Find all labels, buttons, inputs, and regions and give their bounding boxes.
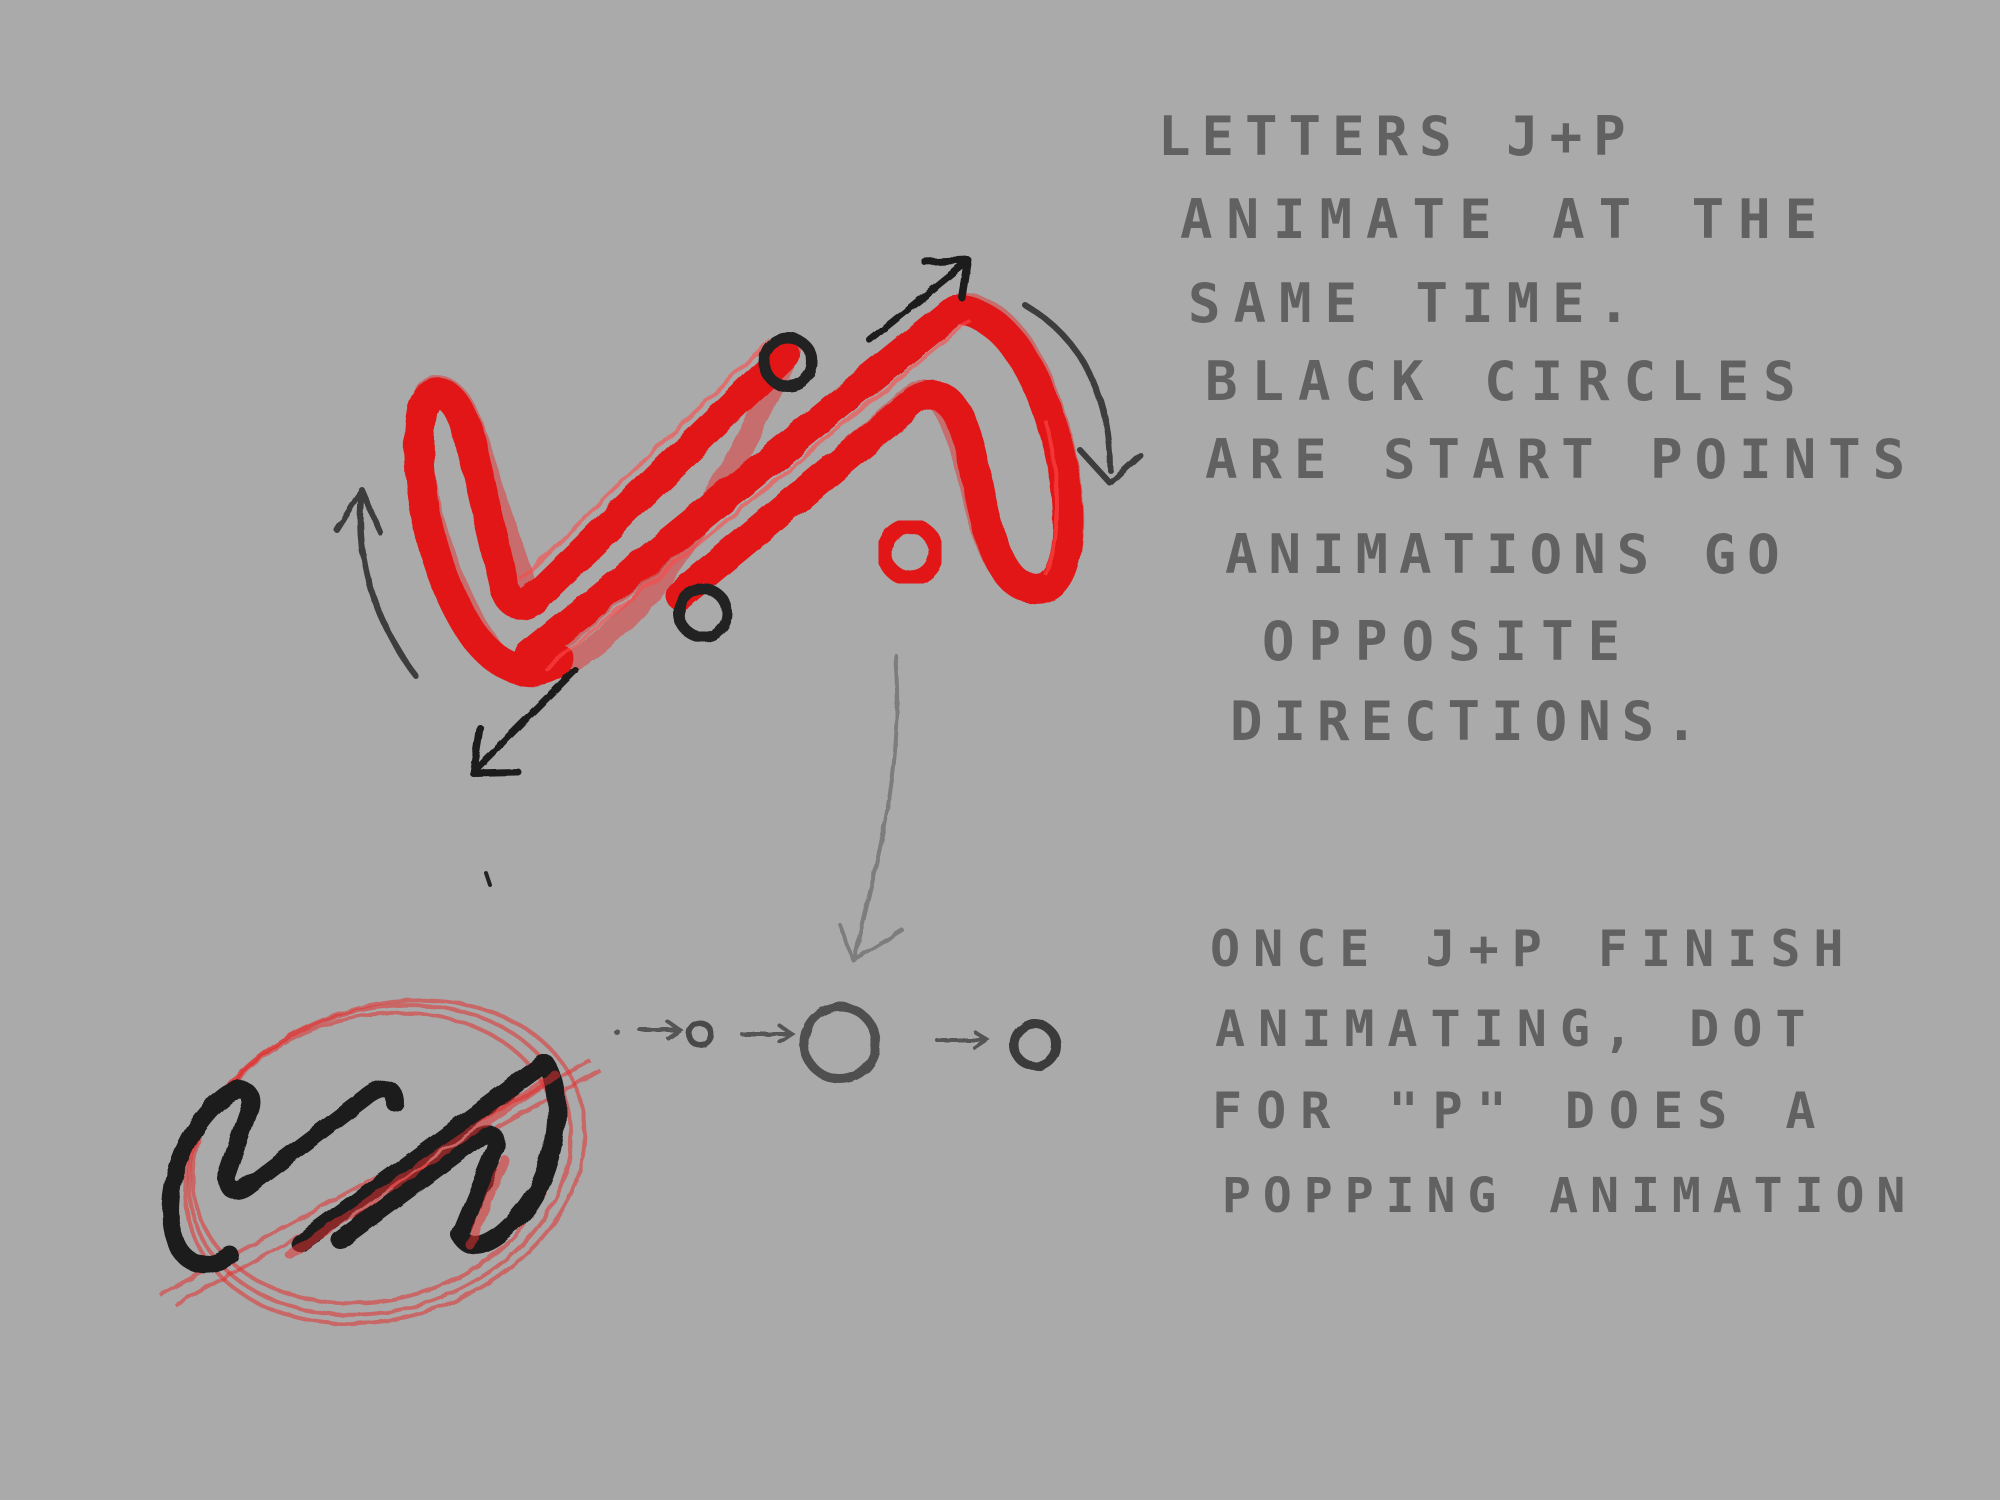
note-line: LETTERS J+P	[1158, 105, 1637, 168]
note-line: BLACK CIRCLES	[1205, 350, 1810, 413]
final-logo-middle-stroke	[291, 1054, 554, 1252]
red-p-dot	[876, 518, 944, 586]
curved-arrow-down-icon	[1022, 302, 1143, 486]
start-point-circle-top	[758, 332, 818, 392]
note-line: ANIMATIONS GO	[1225, 523, 1791, 586]
seq-arrow-2-icon	[740, 1024, 796, 1044]
note-line: ANIMATE AT THE	[1180, 188, 1832, 251]
note-line: FOR "P" DOES A	[1212, 1082, 1830, 1140]
red-middle-diagonal	[515, 295, 970, 670]
note-line: ARE START POINTS	[1205, 428, 1918, 491]
start-point-circles	[673, 332, 818, 643]
seq-large-circle	[799, 1002, 881, 1084]
arrow-up-right-icon	[866, 256, 972, 344]
final-logo-j-stroke	[161, 1079, 404, 1274]
stray-mark	[484, 871, 492, 887]
red-j-stroke	[403, 340, 800, 687]
note-line: SAME TIME.	[1188, 272, 1644, 335]
seq-small-circle	[686, 1020, 714, 1048]
note-line: POPPING ANIMATION	[1222, 1168, 1918, 1224]
final-logo-p-stroke	[331, 1054, 566, 1255]
final-logo-sketch	[159, 998, 601, 1326]
seq-arrow-3-icon	[935, 1030, 991, 1050]
seq-final-circle	[1009, 1019, 1061, 1071]
direction-arrows	[334, 256, 1143, 962]
curved-arrow-up-icon	[334, 487, 418, 678]
seq-arrow-1-icon	[638, 1020, 684, 1040]
red-p-stroke	[665, 295, 1083, 610]
note-line: DIRECTIONS.	[1230, 690, 1709, 753]
seq-tiny-dot	[614, 1029, 620, 1035]
start-point-circle-bottom	[673, 583, 733, 643]
arrow-down-left-icon	[469, 666, 579, 777]
connector-arrow-down-icon	[838, 653, 904, 962]
red-jp-letterform	[403, 293, 1084, 687]
note-line: ANIMATING, DOT	[1215, 1000, 1819, 1058]
dot-pop-sequence	[614, 1002, 1061, 1084]
note-line: OPPOSITE	[1262, 610, 1635, 673]
note-line: ONCE J+P FINISH	[1210, 920, 1857, 978]
